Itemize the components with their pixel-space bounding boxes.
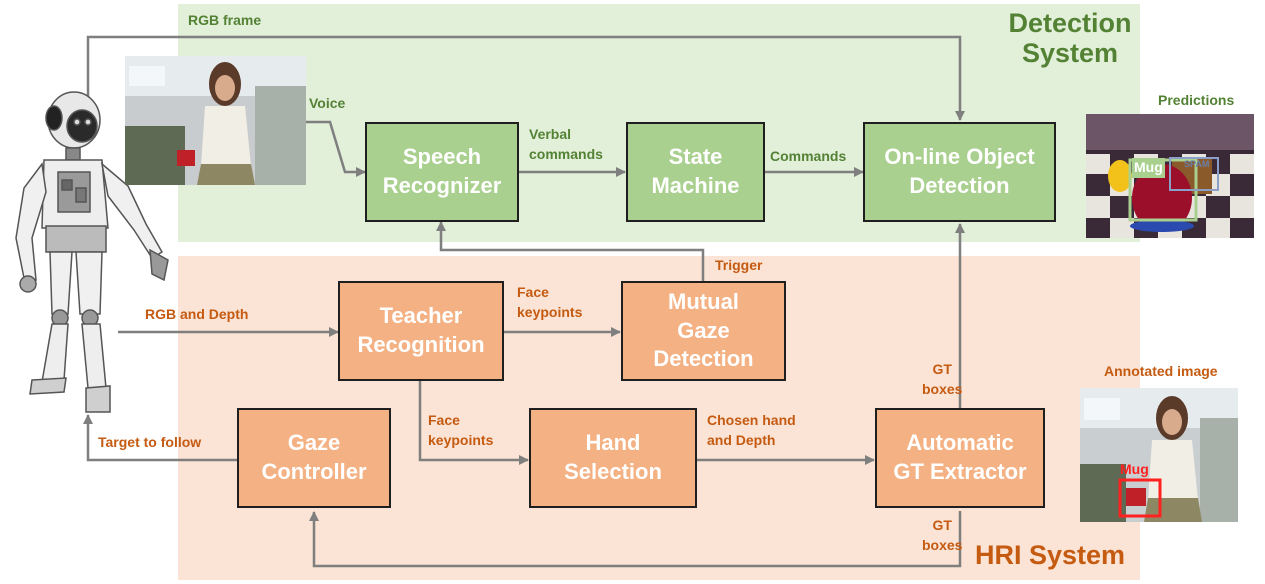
spam-prediction-tag: SPAM [1184, 159, 1210, 169]
arrow-voice [306, 120, 366, 177]
gt-boxes-label-1: GT boxes [922, 361, 963, 397]
hri-system-title: HRI System [974, 540, 1126, 570]
speech-recognizer-box: Speech Recognizer [365, 122, 519, 222]
person-voice-photo [125, 56, 306, 185]
gt-boxes-label-2: GT boxes [922, 517, 963, 553]
humanoid-robot-icon [15, 91, 169, 413]
detection-system-title: Detection System [1008, 8, 1132, 69]
arrow-gt-boxes-2 [309, 511, 962, 568]
state-machine-box: State Machine [626, 122, 765, 222]
trigger-label: Trigger [715, 257, 763, 273]
automatic-gt-extractor-box: Automatic GT Extractor [875, 408, 1045, 508]
rgb-depth-label: RGB and Depth [145, 306, 249, 322]
teacher-recognition-box: Teacher Recognition [338, 281, 504, 381]
arrow-rgb-frame [86, 35, 965, 121]
online-object-detection-box: On-line Object Detection [863, 122, 1056, 222]
mug-annotation-tag: Mug [1120, 461, 1149, 477]
rgb-frame-label: RGB frame [188, 12, 262, 28]
annotated-image-label: Annotated image [1104, 363, 1218, 379]
chosen-hand-depth-label: Chosen hand and Depth [707, 412, 796, 448]
voice-label: Voice [309, 95, 346, 111]
face-keypoints-label-1: Face keypoints [517, 284, 583, 320]
arrow-face-keypoints-2 [418, 380, 529, 465]
predictions-label: Predictions [1158, 92, 1235, 108]
mug-prediction-tag: Mug [1132, 158, 1165, 178]
gaze-controller-box: Gaze Controller [237, 408, 391, 508]
face-keypoints-label-2: Face keypoints [428, 412, 494, 448]
commands-label: Commands [770, 148, 847, 164]
verbal-commands-label: Verbal commands [529, 126, 603, 162]
target-to-follow-label: Target to follow [98, 434, 202, 450]
hand-selection-box: Hand Selection [529, 408, 697, 508]
arrow-trigger [436, 221, 705, 282]
predictions-image: Mug SPAM [1086, 114, 1254, 238]
arrow-target [83, 414, 238, 462]
annotated-image: Mug [1080, 388, 1238, 522]
mutual-gaze-detection-box: Mutual Gaze Detection [621, 281, 786, 381]
